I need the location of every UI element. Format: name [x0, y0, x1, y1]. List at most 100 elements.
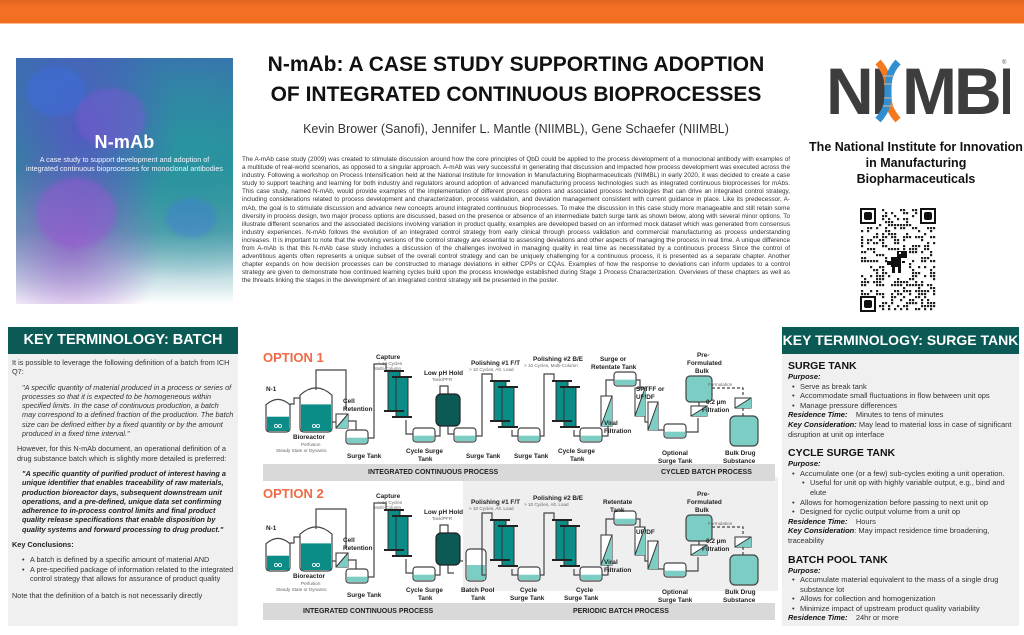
qr-module: [897, 305, 900, 308]
batch-pool-tank-section: BATCH POOL TANK Purpose: Accumulate mate…: [788, 554, 1013, 624]
qr-module: [891, 296, 894, 299]
purpose-label: Purpose:: [788, 459, 821, 469]
flow-line: [540, 512, 555, 576]
qr-module: [927, 305, 930, 308]
qr-module: [882, 308, 885, 311]
cell-retention-label: Retention: [343, 406, 373, 413]
flow-line: [511, 569, 518, 576]
flow-line: [686, 557, 699, 572]
qr-module: [879, 305, 882, 308]
low-ph-hold-tank-icon: [435, 532, 461, 566]
qr-module: [897, 281, 900, 284]
flow-line: [481, 512, 493, 576]
ufdf-filter-2-icon-membrane: [647, 540, 659, 570]
qr-module: [915, 209, 918, 212]
qr-module: [900, 281, 903, 284]
qr-module: [864, 257, 867, 260]
conclusion-item: A pre-specified package of information r…: [22, 565, 234, 584]
qr-module: [924, 308, 927, 311]
qr-module: [912, 278, 915, 281]
qr-module: [909, 302, 912, 305]
qr-module: [930, 284, 933, 287]
qr-module: [903, 305, 906, 308]
qr-module: [927, 257, 930, 260]
qr-module: [879, 275, 882, 278]
qr-module: [882, 233, 885, 236]
qr-module: [927, 227, 930, 230]
cycle-surge-tank-2-icon-liquid: [581, 574, 601, 580]
formulation-label: Formulation: [708, 382, 733, 387]
qr-module: [882, 218, 885, 221]
qr-module: [906, 290, 909, 293]
qr-module: [873, 281, 876, 284]
cycle-surge-tank-label: Cycle Surge: [558, 448, 595, 455]
qr-module: [909, 224, 912, 227]
flow-line: [644, 416, 648, 423]
poster-title: N-mAb: A CASE STUDY SUPPORTING ADOPTION …: [240, 50, 792, 110]
bulk-drug-substance-label: Substance: [723, 458, 756, 465]
formulation-dashed-line: [712, 387, 744, 396]
capture-sub-label: > 10 Cycles: [378, 361, 403, 366]
band-periodic-batch: PERIODIC BATCH PROCESS: [573, 608, 669, 615]
pre-formulated-bulk-icon: [685, 514, 713, 542]
qr-module: [924, 290, 927, 293]
qr-module: [873, 269, 876, 272]
qr-module: [912, 209, 915, 212]
process-diagram: OPTION 1 OPTION 2 INTEGRATED CONTINUOUS …: [258, 342, 778, 626]
qr-module: [930, 308, 933, 311]
low-ph-hold-tank-icon: [435, 393, 461, 427]
qr-module: [912, 260, 915, 263]
qr-module: [867, 230, 870, 233]
batch-note: Note that the definition of a batch is n…: [12, 591, 203, 601]
qr-module: [885, 257, 888, 260]
hero-title: N-mAb: [94, 132, 155, 152]
qr-module: [906, 305, 909, 308]
sterile-filter-icon-membrane: [690, 405, 708, 417]
qr-module: [876, 260, 879, 263]
qr-module: [903, 287, 906, 290]
flow-line: [636, 518, 641, 527]
process-flow-svg: [265, 363, 759, 586]
qr-module: [915, 275, 918, 278]
option-1-band: INTEGRATED CONTINUOUS PROCESS CYCLED BAT…: [263, 464, 775, 481]
qr-module: [924, 260, 927, 263]
qr-module: [930, 251, 933, 254]
impeller-icon: [273, 562, 278, 567]
surge-tank-label: Surge Tank: [347, 592, 382, 599]
qr-module: [915, 236, 918, 239]
bulk-drug-substance-icon: [729, 554, 759, 586]
bioreactor-label: Bioreactor: [293, 573, 325, 580]
qr-module: [903, 227, 906, 230]
filtration-label: 0.2 µm: [706, 399, 727, 406]
qr-module: [900, 299, 903, 302]
qr-module: [885, 215, 888, 218]
qr-module: [918, 284, 921, 287]
qr-module: [879, 254, 882, 257]
qr-module: [894, 284, 897, 287]
qr-module: [924, 296, 927, 299]
qr-module: [909, 290, 912, 293]
qr-module: [906, 218, 909, 221]
qr-module: [882, 284, 885, 287]
qr-module: [861, 284, 864, 287]
impeller-icon: [277, 562, 282, 567]
qr-module: [876, 254, 879, 257]
purpose-item: Accumulate material equivalent to the ma…: [788, 575, 1013, 594]
flow-line: [447, 565, 454, 574]
qr-module: [876, 242, 879, 245]
qr-module: [921, 236, 924, 239]
qr-module: [906, 281, 909, 284]
abstract: The A-mAb case study (2009) was created …: [242, 156, 790, 285]
qr-module: [867, 281, 870, 284]
qr-module: [909, 278, 912, 281]
qr-module: [915, 281, 918, 284]
qr-module: [885, 227, 888, 230]
bulk-drug-substance-label: Bulk Drug: [725, 450, 756, 457]
qr-module: [921, 281, 924, 284]
purpose-item: Designed for cyclic output volume from a…: [788, 507, 1013, 517]
qr-module: [876, 272, 879, 275]
pre-formulated-bulk-label: Pre-: [697, 491, 710, 498]
qr-module: [924, 275, 927, 278]
qr-module: [864, 281, 867, 284]
qr-code-icon[interactable]: [859, 207, 937, 313]
